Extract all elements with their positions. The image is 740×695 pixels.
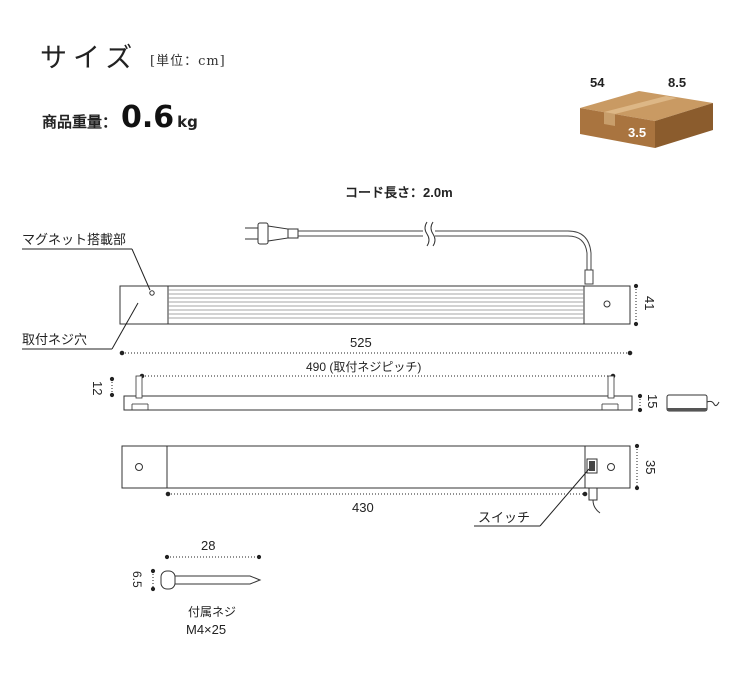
weight-unit: kg: [177, 113, 198, 131]
screw-caption-line1: 付属ネジ: [188, 605, 236, 619]
total-length-label: 525: [350, 335, 372, 350]
light-length-label: 430: [352, 500, 374, 515]
box-depth-label: 8.5: [668, 75, 686, 90]
box-length-label: 54: [590, 75, 605, 90]
magnet-callout-label: マグネット搭載部: [22, 232, 126, 247]
page-title: サイズ: [40, 43, 139, 74]
switch-callout-label: スイッチ: [478, 510, 530, 525]
side-view-light: [123, 375, 633, 411]
screw-height-label: 12: [90, 381, 105, 395]
package-box-icon: [580, 91, 713, 148]
unit-note: [単位：cm]: [150, 54, 226, 69]
box-height-label: 3.5: [628, 125, 646, 140]
inline-switch-icon: [666, 394, 720, 412]
weight-label: 商品重量：: [42, 113, 118, 131]
weight-row: 商品重量： 0.6 kg: [42, 100, 198, 135]
front-view-light: [121, 445, 631, 514]
screw-head-label: 6.5: [130, 571, 144, 588]
top-view-light: [119, 285, 631, 325]
power-cord: [298, 221, 594, 285]
top-height-label: 41: [642, 296, 657, 310]
screw-icon: [160, 570, 262, 590]
front-height-label: 35: [643, 460, 658, 474]
weight-value: 0.6: [121, 100, 175, 135]
screw-hole-callout-label: 取付ネジ穴: [22, 332, 87, 347]
screw-length-label: 28: [201, 538, 215, 553]
power-plug-icon: [245, 222, 299, 245]
screw-caption-line2: M4×25: [186, 622, 226, 637]
thickness-label: 15: [645, 394, 660, 408]
cord-length-label: コード長さ：2.0m: [345, 185, 453, 200]
pitch-label: 490 (取付ネジピッチ): [306, 360, 421, 374]
